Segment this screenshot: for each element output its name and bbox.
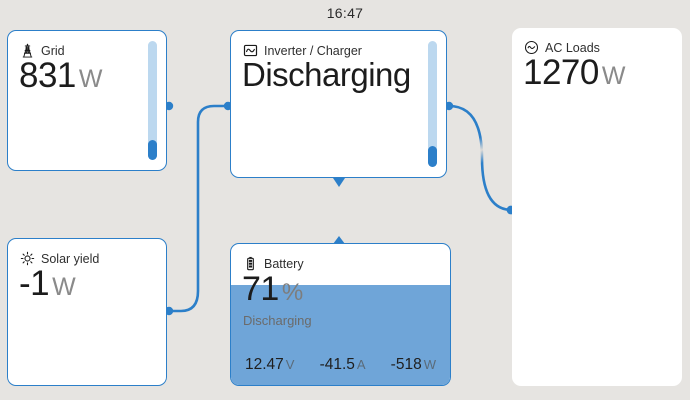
battery-icon — [247, 256, 254, 271]
battery-metric-value: -41.5 — [319, 356, 355, 373]
acloads-value-row: 1270 W — [512, 53, 682, 93]
solar-value-row: -1 W — [8, 264, 166, 304]
clock-label: 16:47 — [326, 5, 364, 21]
grid-gauge — [148, 41, 157, 160]
battery-label: Battery — [264, 256, 304, 271]
grid-header: Grid — [8, 31, 166, 58]
grid-unit: W — [78, 65, 103, 93]
inverter-icon — [243, 44, 258, 57]
inverter-gauge-fill — [428, 145, 437, 167]
card-ac-loads[interactable]: AC Loads 1270 W — [512, 28, 682, 386]
battery-header: Battery — [231, 244, 450, 271]
wire-arrow-battery-to-inverter — [333, 178, 345, 187]
grid-gauge-fill — [148, 139, 157, 160]
ac-sine-circle-icon — [524, 40, 539, 55]
battery-state: Discharging — [243, 313, 312, 329]
solar-value: -1 — [19, 264, 50, 303]
inverter-gauge — [428, 41, 437, 167]
card-solar-yield[interactable]: Solar yield -1 W — [7, 238, 167, 386]
battery-unit: % — [281, 279, 304, 306]
grid-value-row: 831 W — [8, 56, 166, 96]
inverter-value: Discharging — [242, 56, 411, 93]
acloads-header: AC Loads — [512, 28, 682, 55]
battery-value: 71 — [242, 270, 279, 308]
wire-arrow-inverter-to-battery — [333, 236, 345, 244]
inverter-label: Inverter / Charger — [264, 43, 362, 58]
inverter-header: Inverter / Charger — [231, 31, 446, 58]
wire-inverter-to-acloads — [448, 104, 513, 212]
solar-header: Solar yield — [8, 239, 166, 266]
inverter-value-row: Discharging — [231, 56, 446, 94]
wire-solar-to-bus — [167, 104, 228, 313]
card-grid[interactable]: Grid 831 W — [7, 30, 167, 171]
solar-unit: W — [52, 273, 76, 301]
battery-soc-fill — [231, 284, 450, 385]
grid-value: 831 — [19, 56, 76, 95]
battery-metric-value: -518 — [390, 356, 422, 373]
battery-metric-unit: W — [423, 357, 436, 372]
sun-icon — [20, 251, 35, 266]
acloads-unit: W — [601, 62, 626, 90]
card-inverter[interactable]: Inverter / Charger Discharging — [230, 30, 447, 178]
battery-metric-value: 12.47 — [245, 356, 284, 373]
battery-metric-unit: A — [356, 357, 366, 372]
acloads-value: 1270 — [523, 53, 599, 92]
grid-label: Grid — [41, 43, 65, 58]
transmission-tower-icon — [22, 43, 33, 58]
battery-metric-unit: V — [285, 357, 295, 372]
acloads-label: AC Loads — [545, 40, 600, 55]
battery-value-row: 71 % — [231, 270, 450, 309]
solar-label: Solar yield — [41, 251, 100, 266]
